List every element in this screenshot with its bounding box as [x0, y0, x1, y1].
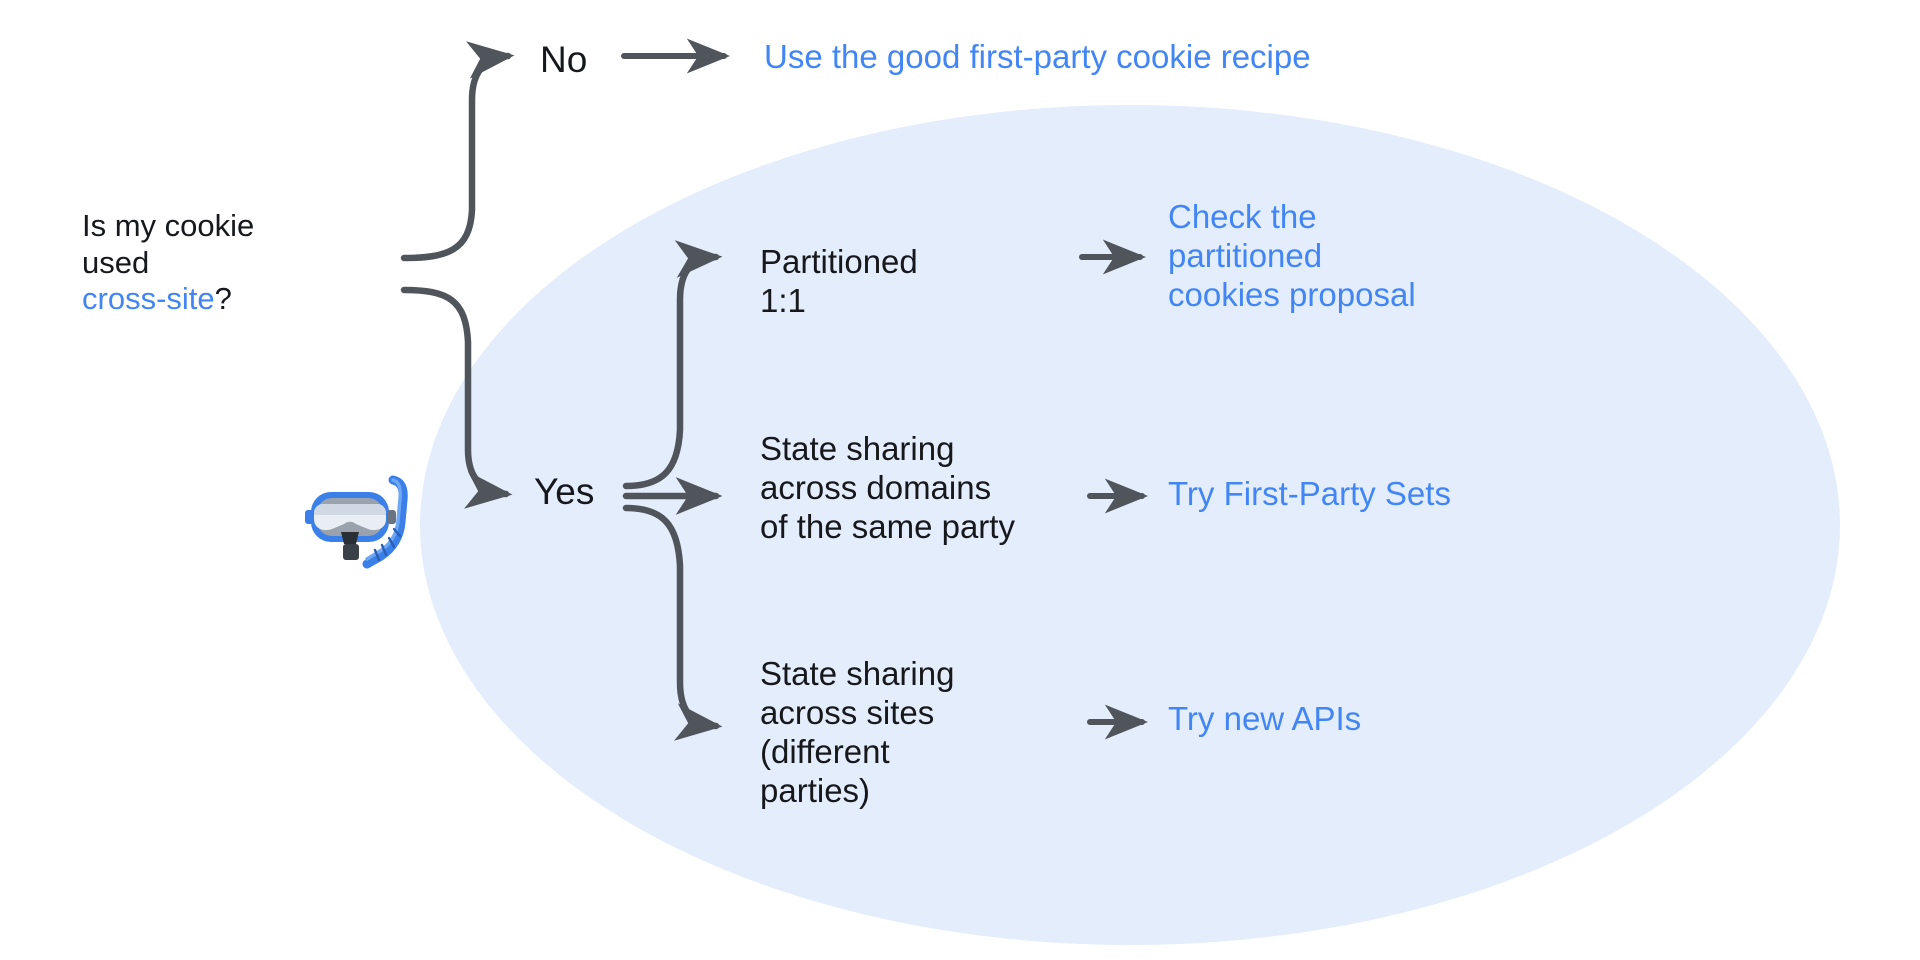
root-question-line2: used	[82, 244, 150, 280]
root-question-suffix: ?	[214, 281, 232, 317]
cross-site-highlight-ellipse	[420, 105, 1840, 945]
outcome-first-party-recipe[interactable]: Use the good first-party cookie recipe	[764, 38, 1311, 75]
cross-site-link[interactable]: cross-site	[82, 281, 215, 317]
branch-label-no: No	[540, 39, 588, 80]
result-new-apis[interactable]: Try new APIs	[1168, 700, 1362, 737]
diving-mask-icon	[305, 475, 408, 569]
branch-condition-cross-site-different-parties: State sharing across sites (different pa…	[760, 655, 955, 809]
root-question-line1: Is my cookie	[82, 208, 255, 243]
result-partitioned-cookies-proposal[interactable]: Check the partitioned cookies proposal	[1168, 198, 1416, 313]
branch-label-yes: Yes	[534, 471, 595, 512]
branch-condition-partitioned: Partitioned 1:1	[760, 243, 918, 319]
branch-condition-same-party-domains: State sharing across domains of the same…	[760, 430, 1015, 545]
result-first-party-sets[interactable]: Try First-Party Sets	[1168, 475, 1451, 512]
edge-root-to-no	[400, 41, 515, 262]
